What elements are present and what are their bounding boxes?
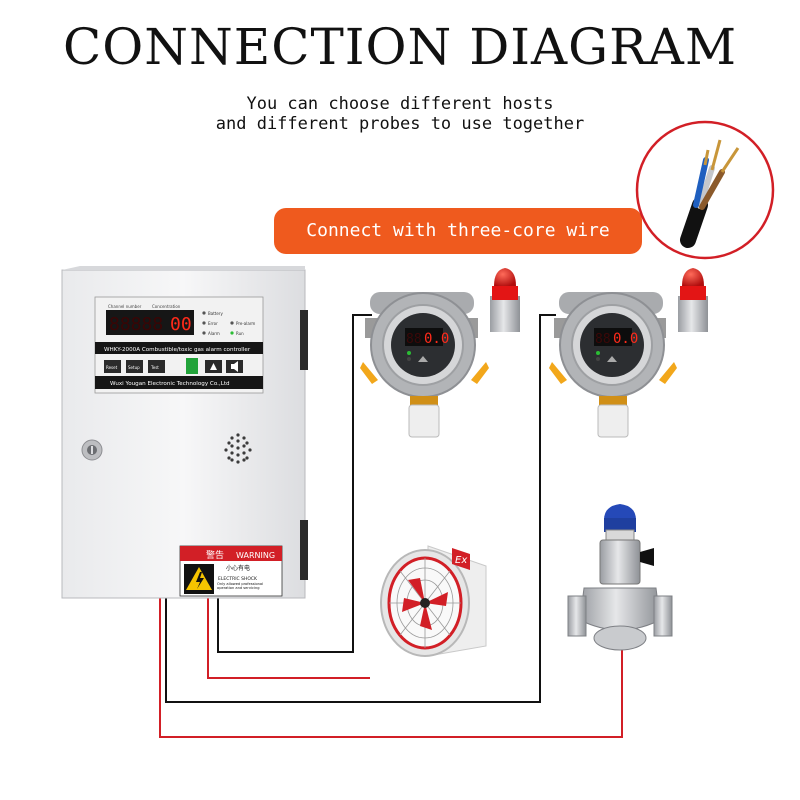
gas-detector-2: 88 0.0: [549, 268, 708, 438]
indicator-leds: Battery Error Alarm Pre-alarm Run: [202, 311, 255, 336]
controller-model-label: WHKY-2000A Combustible/toxic gas alarm c…: [104, 347, 251, 353]
fan-ex-badge: Ex: [455, 555, 467, 566]
buzzer-grille: [224, 433, 252, 464]
solenoid-valve-icon: [567, 504, 673, 651]
controller-icon: Channel number Concentration 88888 00 Ba…: [61, 266, 308, 599]
indicator-pre-alarm: Pre-alarm: [236, 321, 255, 326]
panel-label-concentration: Concentration: [152, 304, 181, 309]
gas-detector-icon: 88 0.0: [549, 292, 677, 438]
warning-note: Only allowed professional operation and …: [217, 582, 264, 590]
panel-label-channel: Channel number: [108, 304, 142, 309]
indicator-battery: Battery: [208, 311, 223, 316]
three-core-wire-callout: Connect with three-core wire: [274, 208, 642, 254]
detector-1-ghost: 88: [406, 332, 422, 347]
detector-2-ghost: 88: [595, 332, 611, 347]
indicator-run: Run: [236, 331, 244, 336]
indicator-alarm: Alarm: [208, 331, 220, 336]
controller-company: Wuxi Yougan Electronic Technology Co.,Lt…: [110, 381, 230, 387]
warning-header-cn: 警告: [206, 549, 224, 561]
wire-black-detector-1: [217, 314, 372, 653]
subtitle-line-1: You can choose different hosts: [246, 94, 554, 114]
indicator-error: Error: [208, 321, 218, 326]
controller-buttons: Reset Setup Test: [104, 358, 243, 374]
wire-black-detector-2: [165, 314, 556, 703]
panel-digits-value: 00: [170, 314, 192, 335]
warning-header-en: WARNING: [236, 551, 275, 560]
subtitle-line-2: and different probes to use together: [215, 114, 585, 134]
setup-button[interactable]: Setup: [128, 365, 140, 370]
diagram-title: CONNECTION DIAGRAM: [62, 18, 738, 76]
wire-red-valve: [159, 598, 623, 738]
warning-line-cn: 小心有电: [226, 564, 250, 572]
alarm-beacon-icon: [490, 268, 520, 332]
warning-line-en: ELECTRIC SHOCK: [218, 576, 258, 582]
cable-icon: [635, 120, 775, 260]
exhaust-fan-icon: Ex: [380, 545, 487, 657]
mute-button[interactable]: [186, 358, 198, 374]
alarm-beacon-icon: [678, 268, 708, 332]
gas-detector-icon: 88 0.0: [360, 292, 489, 438]
warning-label: 警告 WARNING 小心有电 ELECTRIC SHOCK Only allo…: [179, 545, 283, 597]
detector-1-reading: 0.0: [424, 331, 449, 347]
panel-digits-ghost: 88888: [109, 314, 163, 335]
wiring: [159, 314, 623, 738]
gas-detector-1: 88 0.0: [360, 268, 520, 438]
diagram-subtitle: You can choose different hosts and diffe…: [0, 94, 800, 134]
detector-2-reading: 0.0: [613, 331, 638, 347]
reset-button[interactable]: Reset: [106, 365, 118, 370]
test-button[interactable]: Test: [150, 365, 159, 370]
wire-red-detector-1: [207, 598, 370, 679]
